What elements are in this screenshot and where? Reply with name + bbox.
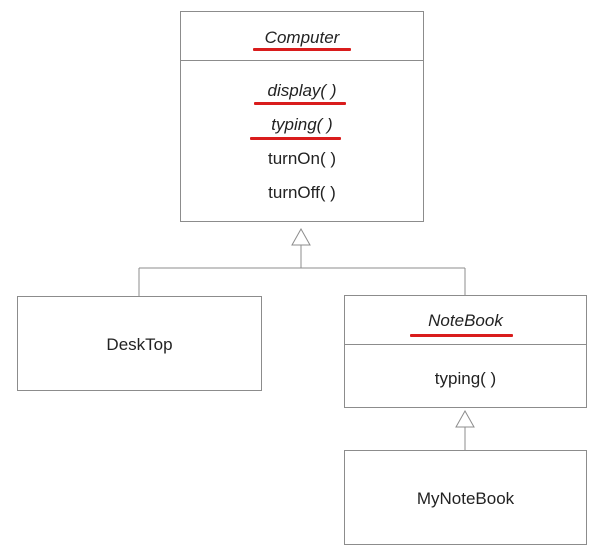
class-notebook-divider — [345, 344, 586, 345]
class-computer-name: Computer — [264, 28, 340, 47]
class-desktop: DeskTop — [17, 296, 262, 391]
class-desktop-name: DeskTop — [106, 335, 173, 354]
inheritance-arrow-computer — [291, 227, 311, 246]
class-mynotebook-name: MyNoteBook — [416, 489, 515, 508]
inheritance-arrow-notebook — [455, 409, 475, 428]
method-typing: typing( ) — [271, 115, 333, 134]
class-computer: Computer display( ) typing( ) turnOn( ) … — [180, 11, 424, 222]
underline-typing — [250, 137, 341, 140]
method-display: display( ) — [267, 81, 337, 100]
underline-display — [254, 102, 346, 105]
class-mynotebook: MyNoteBook — [344, 450, 587, 545]
class-notebook-name: NoteBook — [428, 311, 503, 330]
class-notebook: NoteBook typing( ) — [344, 295, 587, 408]
class-computer-divider — [181, 60, 423, 61]
method-turnoff: turnOff( ) — [268, 183, 336, 202]
underline-computer — [253, 48, 351, 51]
underline-notebook — [410, 334, 513, 337]
method-turnon: turnOn( ) — [267, 149, 337, 168]
method-notebook-typing: typing( ) — [434, 369, 497, 388]
